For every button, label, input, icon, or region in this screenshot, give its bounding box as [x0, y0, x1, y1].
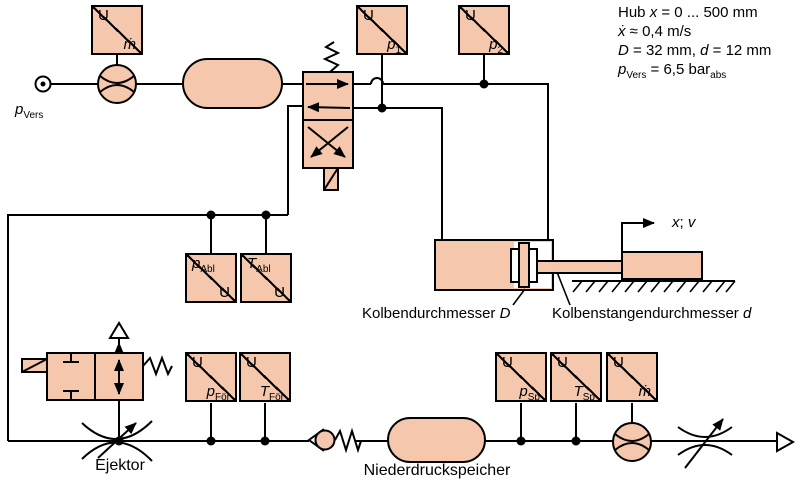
xv-direction-arrow — [621, 218, 655, 252]
leader-lines — [512, 271, 571, 306]
ejector-nozzle-icon — [81, 420, 153, 462]
piston-rod — [536, 260, 623, 274]
sensor-pressure-abluft: pAbl U — [185, 253, 237, 303]
parameter-info-block: Hub x = 0 ... 500 mm ẋ ≈ 0,4 m/s D = 32 … — [618, 3, 772, 81]
outlet-arrow-icon — [776, 431, 796, 453]
supply-source-icon — [34, 75, 52, 93]
sensor-pressure-foerder: U pFör — [185, 352, 237, 403]
info-line-pressure: pVers = 6,5 barabs — [618, 61, 727, 81]
piston-seal-right — [528, 248, 538, 283]
valve-pilot-tab — [323, 167, 339, 191]
exhaust-line — [7, 105, 303, 441]
xv-label: x; v — [672, 214, 696, 231]
adjustable-throttle-icon — [677, 418, 733, 469]
sensor-pressure-speicher: U pSp — [495, 352, 547, 403]
piston — [518, 242, 530, 288]
sensor-pressure-p1: U p1 — [356, 5, 408, 56]
check-valve-icon — [307, 427, 362, 454]
info-line-diameters: D = 32 mm, d = 12 mm — [618, 42, 772, 59]
main-directional-valve — [302, 41, 354, 191]
exhaust-triangle-icon — [108, 321, 130, 339]
sensor-pressure-p2: U p2 — [458, 5, 510, 56]
sensor-temperature-foerder: U TFör — [239, 352, 291, 403]
low-pressure-receiver-capsule — [387, 417, 486, 463]
kolbendurchmesser-label: Kolbendurchmesser D — [362, 305, 511, 322]
flow-meter-supply-icon — [97, 64, 137, 104]
solenoid-tab — [21, 358, 48, 373]
valve-spring-icon — [322, 41, 341, 73]
ground-hatching — [572, 280, 736, 293]
info-line-hub: Hub x = 0 ... 500 mm — [618, 4, 758, 21]
flow-meter-speicher-icon — [612, 422, 652, 462]
valve-spring-icon — [142, 355, 173, 377]
kolbenstangendurchmesser-label: Kolbenstangendurchmesser d — [552, 305, 752, 322]
load-block — [621, 251, 703, 280]
receiver-capsule — [182, 58, 283, 109]
ejektor-label: Ejektor — [95, 457, 145, 474]
sensor-temperature-speicher: U TSp — [550, 352, 602, 403]
cylinder — [434, 239, 703, 291]
info-line-speed: ẋ ≈ 0,4 m/s — [618, 23, 692, 40]
ejector-valve — [21, 321, 173, 401]
check-valve-spring — [334, 427, 362, 454]
sensor-flow-speicher: U ṁ — [606, 352, 658, 402]
supply-pressure-label: pVers — [15, 101, 44, 121]
blocked-port-bottom — [63, 390, 79, 400]
niederdruckspeicher-label: Niederdruckspeicher — [363, 462, 511, 479]
sensor-flow-supply: U ṁ — [91, 5, 143, 55]
sensor-temperature-abluft: TAbl U — [240, 253, 292, 303]
blocked-port-top — [63, 353, 79, 363]
piston-seal-left — [510, 248, 520, 283]
